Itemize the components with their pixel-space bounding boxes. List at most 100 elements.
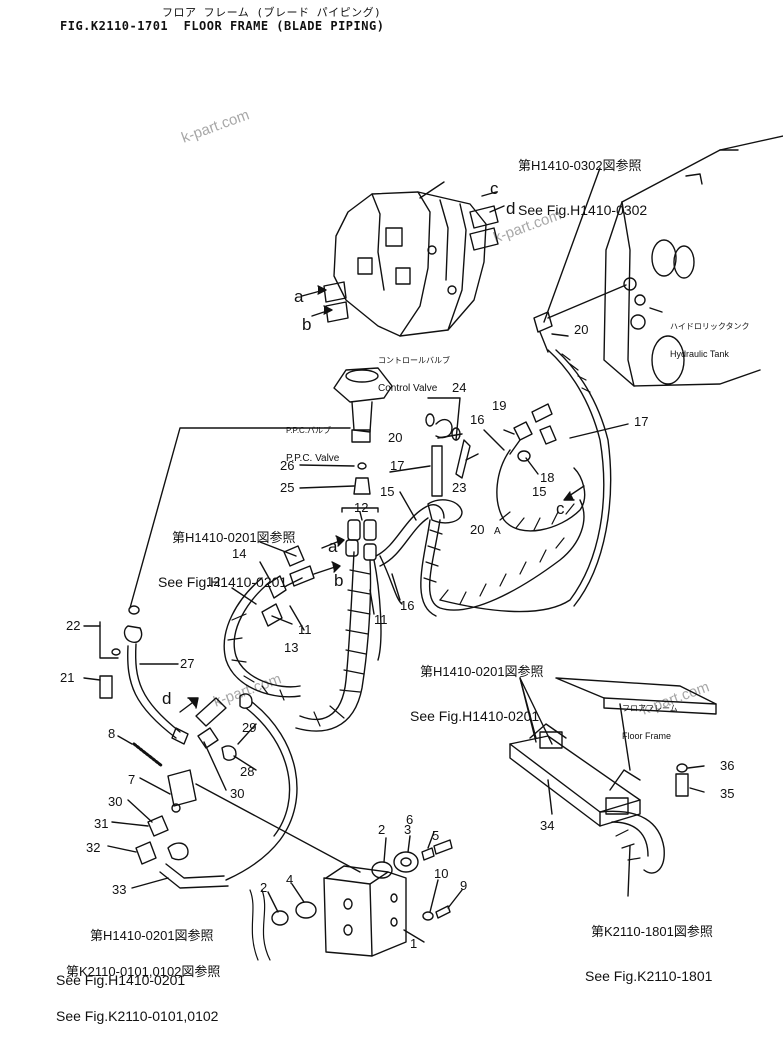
part-2-washer [371,861,393,879]
ref-en: See Fig.K2110-0101,0102 [56,1008,219,1024]
letter-a-cluster: a [328,537,338,556]
callout-17-long: 17 [634,414,648,429]
callout-34: 34 [540,818,554,833]
floor-frame-label: フロアフレーム Floor Frame [622,686,678,750]
callout-9: 9 [460,878,467,893]
control-valve-en: Control Valve [378,383,438,394]
arrow-c-valve [481,191,497,197]
callout-1: 1 [410,936,417,951]
part-26-oring [357,462,367,470]
fitting-cluster-12 [341,507,379,561]
figure-title: FIG.K2110-1701 FLOOR FRAME (BLADE PIPING… [60,19,385,33]
callout-20-tank: 20 [574,322,588,337]
letter-c-lower: c [556,499,565,518]
callout-20-clamp: 20 [470,522,484,537]
hydraulic-tank-en: Hydraulic Tank [670,349,729,359]
ppc-valve-label: P.P.C.バルブ P.P.C. Valve [286,408,339,473]
callout-28: 28 [240,764,254,779]
part-24-oring-a [425,413,435,427]
part-19-fitting [513,421,533,441]
callout-21: 21 [60,670,74,685]
plate-bracket-1 [323,865,407,957]
callout-10: 10 [434,866,448,881]
floor-frame-drawing [509,677,717,874]
floor-frame-en: Floor Frame [622,731,672,741]
hydraulic-tank-jp: ハイドロリックタンク [670,322,750,331]
ref-en: See Fig.H1410-0201 [410,708,540,724]
hose-12-loop [233,581,301,688]
part-22-oring-top [128,605,140,615]
callout-31: 31 [94,816,108,831]
callout-30-left: 30 [108,794,122,809]
callout-23: 23 [452,480,466,495]
callout-4: 4 [286,872,293,887]
callout-13: 13 [284,640,298,655]
callout-35: 35 [720,786,734,801]
callout-24: 24 [452,380,466,395]
part-35-bolt [675,773,689,797]
ref-note-h1410-0201-right: 第H1410-0201図参照 See Fig.H1410-0201 [410,634,544,739]
letter-d-left: d [162,689,171,708]
part-23-bolt [455,439,471,479]
control-valve-label: コントロールバルブ Control Valve [378,338,450,404]
ref-note-h1410-0302: 第H1410-0302図参照 See Fig.H1410-0302 [518,128,647,233]
ref-jp: 第K2110-1801図参照 [591,924,713,939]
floor-frame-jp: フロアフレーム [622,704,678,713]
callout-30-right: 30 [230,786,244,801]
callout-32: 32 [86,840,100,855]
callout-18: 18 [540,470,554,485]
hose-16-main [428,499,585,611]
part-27-elbow [123,625,143,643]
letter-d-valve: d [506,199,515,218]
callout-16-lower: 16 [400,598,414,613]
part-6-washer [421,847,435,861]
hose-11-b [373,559,382,661]
arrow-d-valve [489,205,505,213]
callout-11-center: 11 [374,612,388,627]
callout-16-upper: 16 [470,412,484,427]
part-9-bolt [435,905,451,919]
ref-en: See Fig.K2110-1801 [585,968,713,984]
part-21-bolt [99,675,113,699]
leader-floor-ref-b [519,677,553,745]
part-20-elbow-ppc [435,418,453,439]
hose-15-upper [375,504,445,557]
letter-c-valve: c [490,179,499,198]
hose-29-long [225,701,298,881]
ref-jp: 第H1410-0201図参照 [90,928,214,943]
title-japanese: フロア フレーム (ブレード パイピング) [162,6,382,19]
callout-26: 26 [280,458,294,473]
part-4-cushion [295,901,317,919]
hose-27 [134,643,181,733]
callout-6: 6 [406,812,413,827]
part-3-damper [393,851,419,873]
lower-left-fittings [132,693,253,889]
hose-11-wrapped-a [299,551,355,721]
part-25-fitting [353,477,371,495]
callout-25: 25 [280,480,294,495]
control-valve-jp: コントロールバルブ [378,356,450,365]
letter-b-cluster: b [334,571,343,590]
part-18-oring [517,450,531,462]
leader-long-diag [195,783,361,873]
part-2-washer-left [271,910,289,926]
callout-3: 3 [404,822,411,837]
callout-36: 36 [720,758,734,773]
callout-11-left: 11 [298,622,312,637]
ppc-valve-en: P.P.C. Valve [286,453,340,464]
callout-12-top: 12 [354,500,368,515]
callout-14: 14 [232,546,246,561]
callout-17-short: 17 [390,458,404,473]
leader-ref-tank [543,167,601,323]
hydraulic-tank-drawing [603,135,783,387]
tank-return-fitting [533,311,553,333]
part-36-washer [676,763,688,773]
part-13-fitting [261,603,283,627]
leader-tank-fitting [547,284,627,319]
letter-A-clamp: A [494,526,501,537]
hydraulic-tank-label: ハイドロリックタンク Hydraulic Tank [670,304,750,368]
callout-2-left: 2 [260,880,267,895]
callout-29: 29 [242,720,256,735]
letter-a-valve: a [294,287,304,306]
callout-20-ppc: 20 [388,430,402,445]
